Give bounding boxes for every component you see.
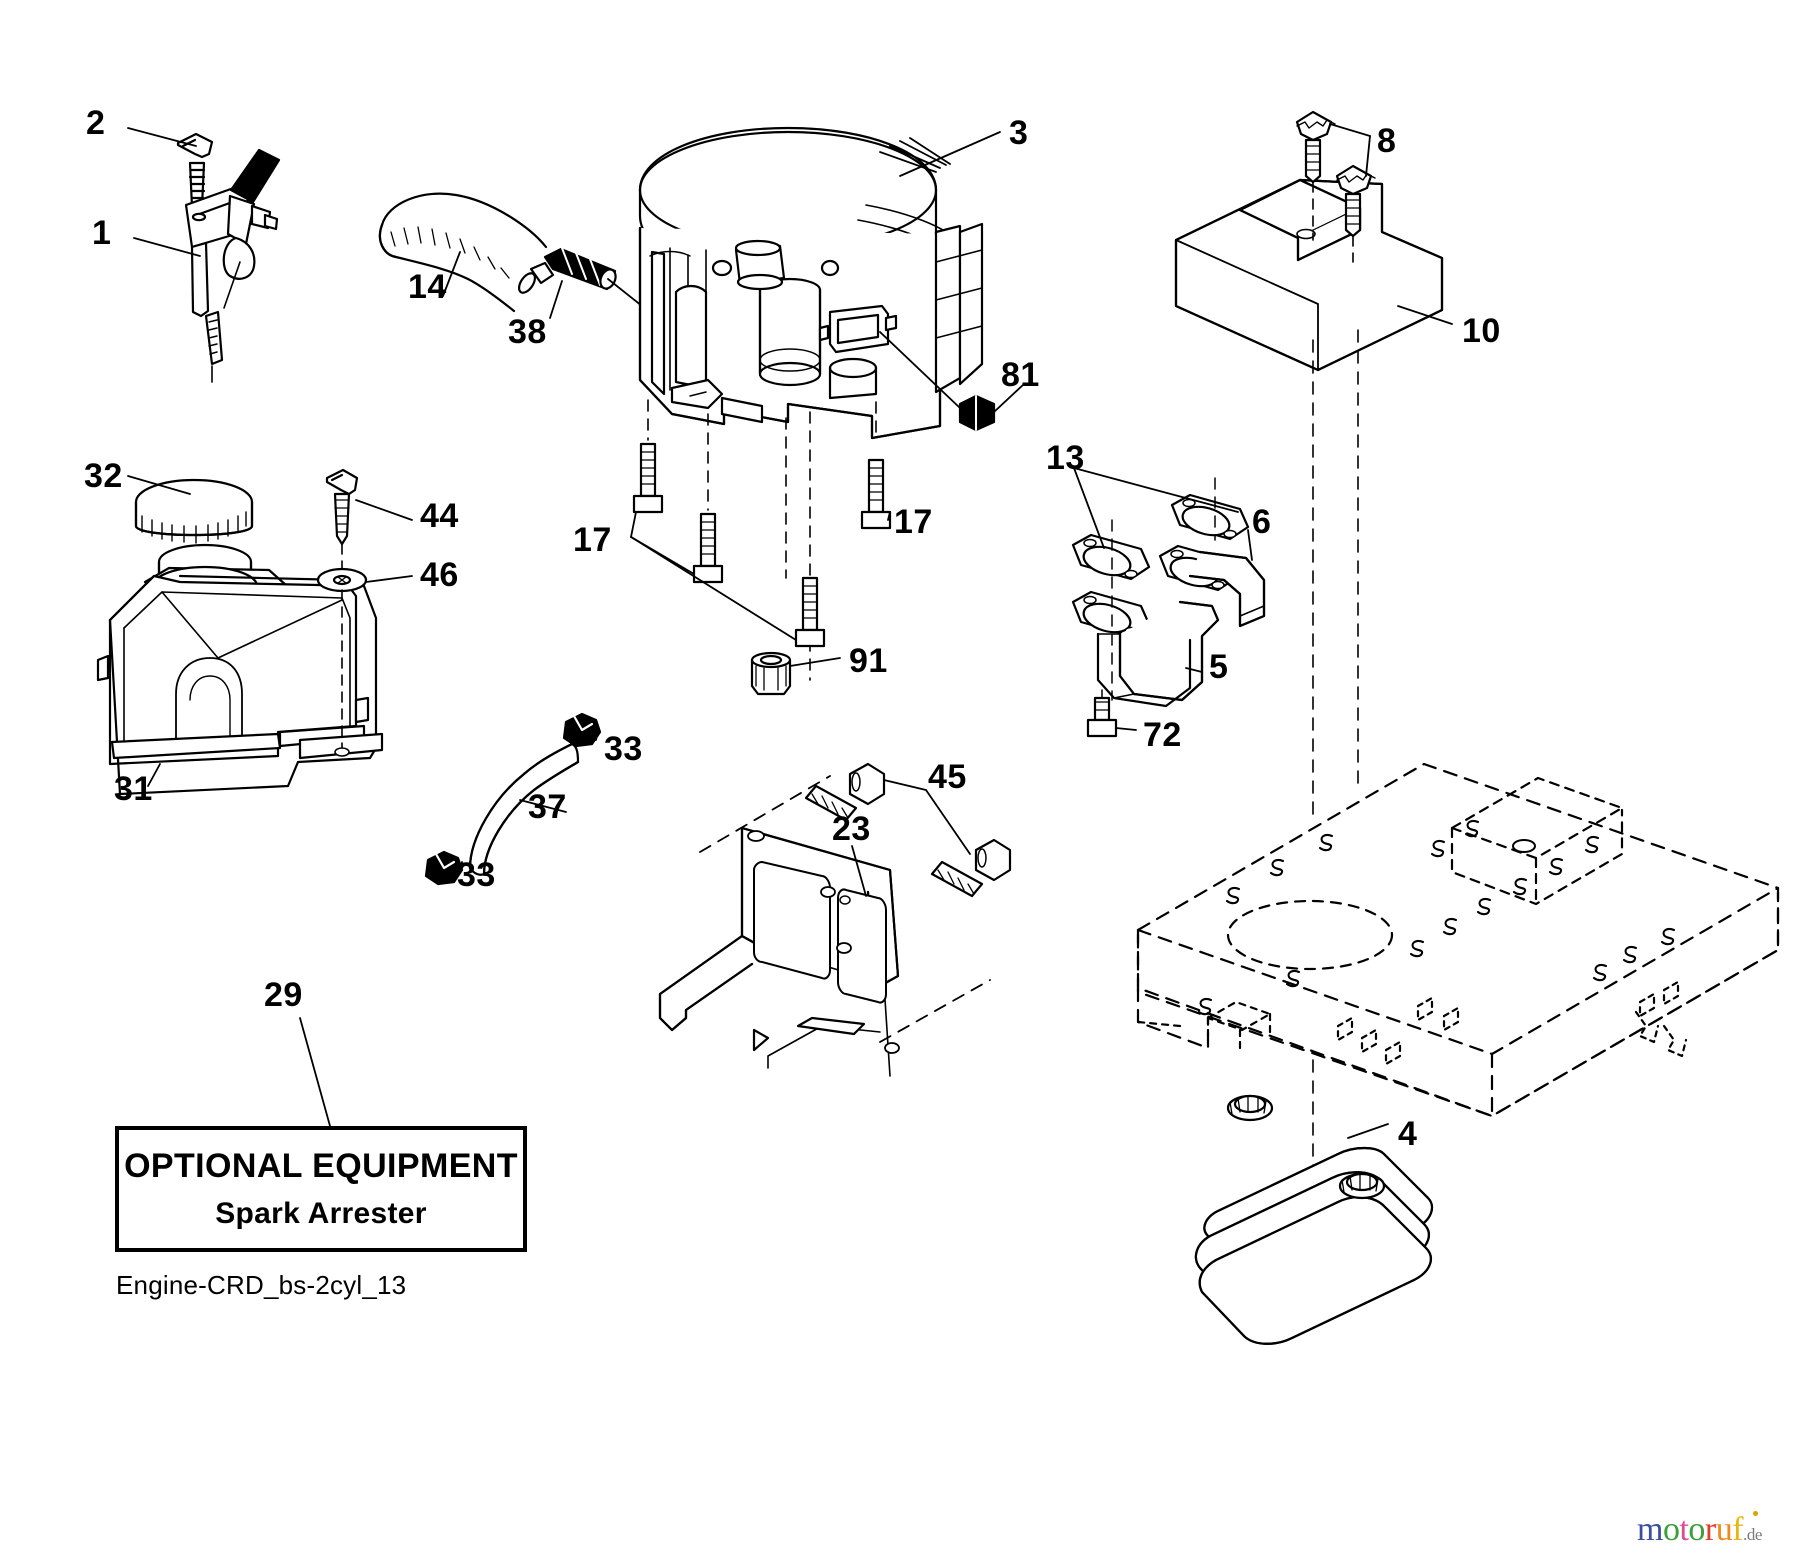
logo-letter-u: u — [1715, 1511, 1733, 1548]
callout-29: 29 — [264, 976, 303, 1014]
part-fuel-cap — [127, 475, 254, 544]
part-engine-bolts — [630, 399, 892, 681]
part-fuel-fitting — [529, 247, 701, 353]
callout-6: 6 — [1252, 503, 1272, 541]
callout-45: 45 — [928, 758, 967, 796]
logo-letter-m: m — [1637, 1511, 1663, 1548]
callout-1: 1 — [92, 214, 112, 252]
logo-letter-f: f — [1732, 1511, 1744, 1548]
callout-23: 23 — [832, 810, 871, 848]
part-fuel-tank — [96, 543, 384, 796]
part-throttle-control — [127, 127, 281, 383]
part-screw-44-washer-46 — [316, 468, 413, 761]
figure-code: Engine-CRD_bs-2cyl_13 — [116, 1270, 407, 1300]
part-fuel-line — [424, 712, 602, 886]
callout-13: 13 — [1046, 439, 1085, 477]
callout-32: 32 — [84, 457, 123, 495]
callout-10: 10 — [1462, 312, 1501, 350]
leader-29 — [299, 1017, 331, 1127]
chassis-frame-reference — [1136, 762, 1780, 1118]
part-spacer-91 — [750, 651, 841, 696]
callout-46: 46 — [420, 556, 459, 594]
part-heat-shield — [1174, 110, 1453, 821]
callout-17-left: 17 — [573, 521, 612, 559]
callout-37: 37 — [528, 788, 567, 826]
callout-31: 31 — [114, 770, 153, 808]
part-engine-assembly — [638, 126, 1001, 440]
part-breather-hose — [378, 192, 548, 313]
callout-72: 72 — [1143, 716, 1182, 754]
optional-equipment-title: OPTIONAL EQUIPMENT — [124, 1147, 518, 1185]
callout-38: 38 — [508, 313, 547, 351]
optional-equipment-box: OPTIONAL EQUIPMENT Spark Arrester — [115, 1126, 527, 1252]
optional-equipment-subtitle: Spark Arrester — [215, 1197, 427, 1230]
logo-letter-t: t — [1679, 1511, 1689, 1548]
logo-letter-r: r — [1704, 1511, 1716, 1548]
callout-8: 8 — [1377, 122, 1397, 160]
logo-letter-o2: o — [1688, 1511, 1705, 1548]
callout-2: 2 — [86, 104, 106, 142]
logo-dot-icon — [1753, 1511, 1758, 1516]
callout-81: 81 — [1001, 356, 1040, 394]
part-nut-81 — [958, 383, 1025, 432]
part-muffler-bracket — [658, 762, 1012, 1077]
callout-33-upper: 33 — [604, 730, 643, 768]
motoruf-watermark-logo: motoruf.de — [1637, 1511, 1762, 1548]
logo-suffix: .de — [1743, 1525, 1762, 1544]
part-muffler — [1194, 1059, 1434, 1345]
callout-33-lower: 33 — [457, 856, 496, 894]
callout-3: 3 — [1009, 114, 1029, 152]
callout-44: 44 — [420, 497, 459, 535]
callout-14: 14 — [408, 268, 447, 306]
part-exhaust — [1071, 467, 1266, 738]
callout-4: 4 — [1398, 1115, 1418, 1153]
callout-17-right: 17 — [894, 503, 933, 541]
callout-5: 5 — [1209, 648, 1229, 686]
callout-91: 91 — [849, 642, 888, 680]
logo-letter-o1: o — [1662, 1511, 1680, 1548]
